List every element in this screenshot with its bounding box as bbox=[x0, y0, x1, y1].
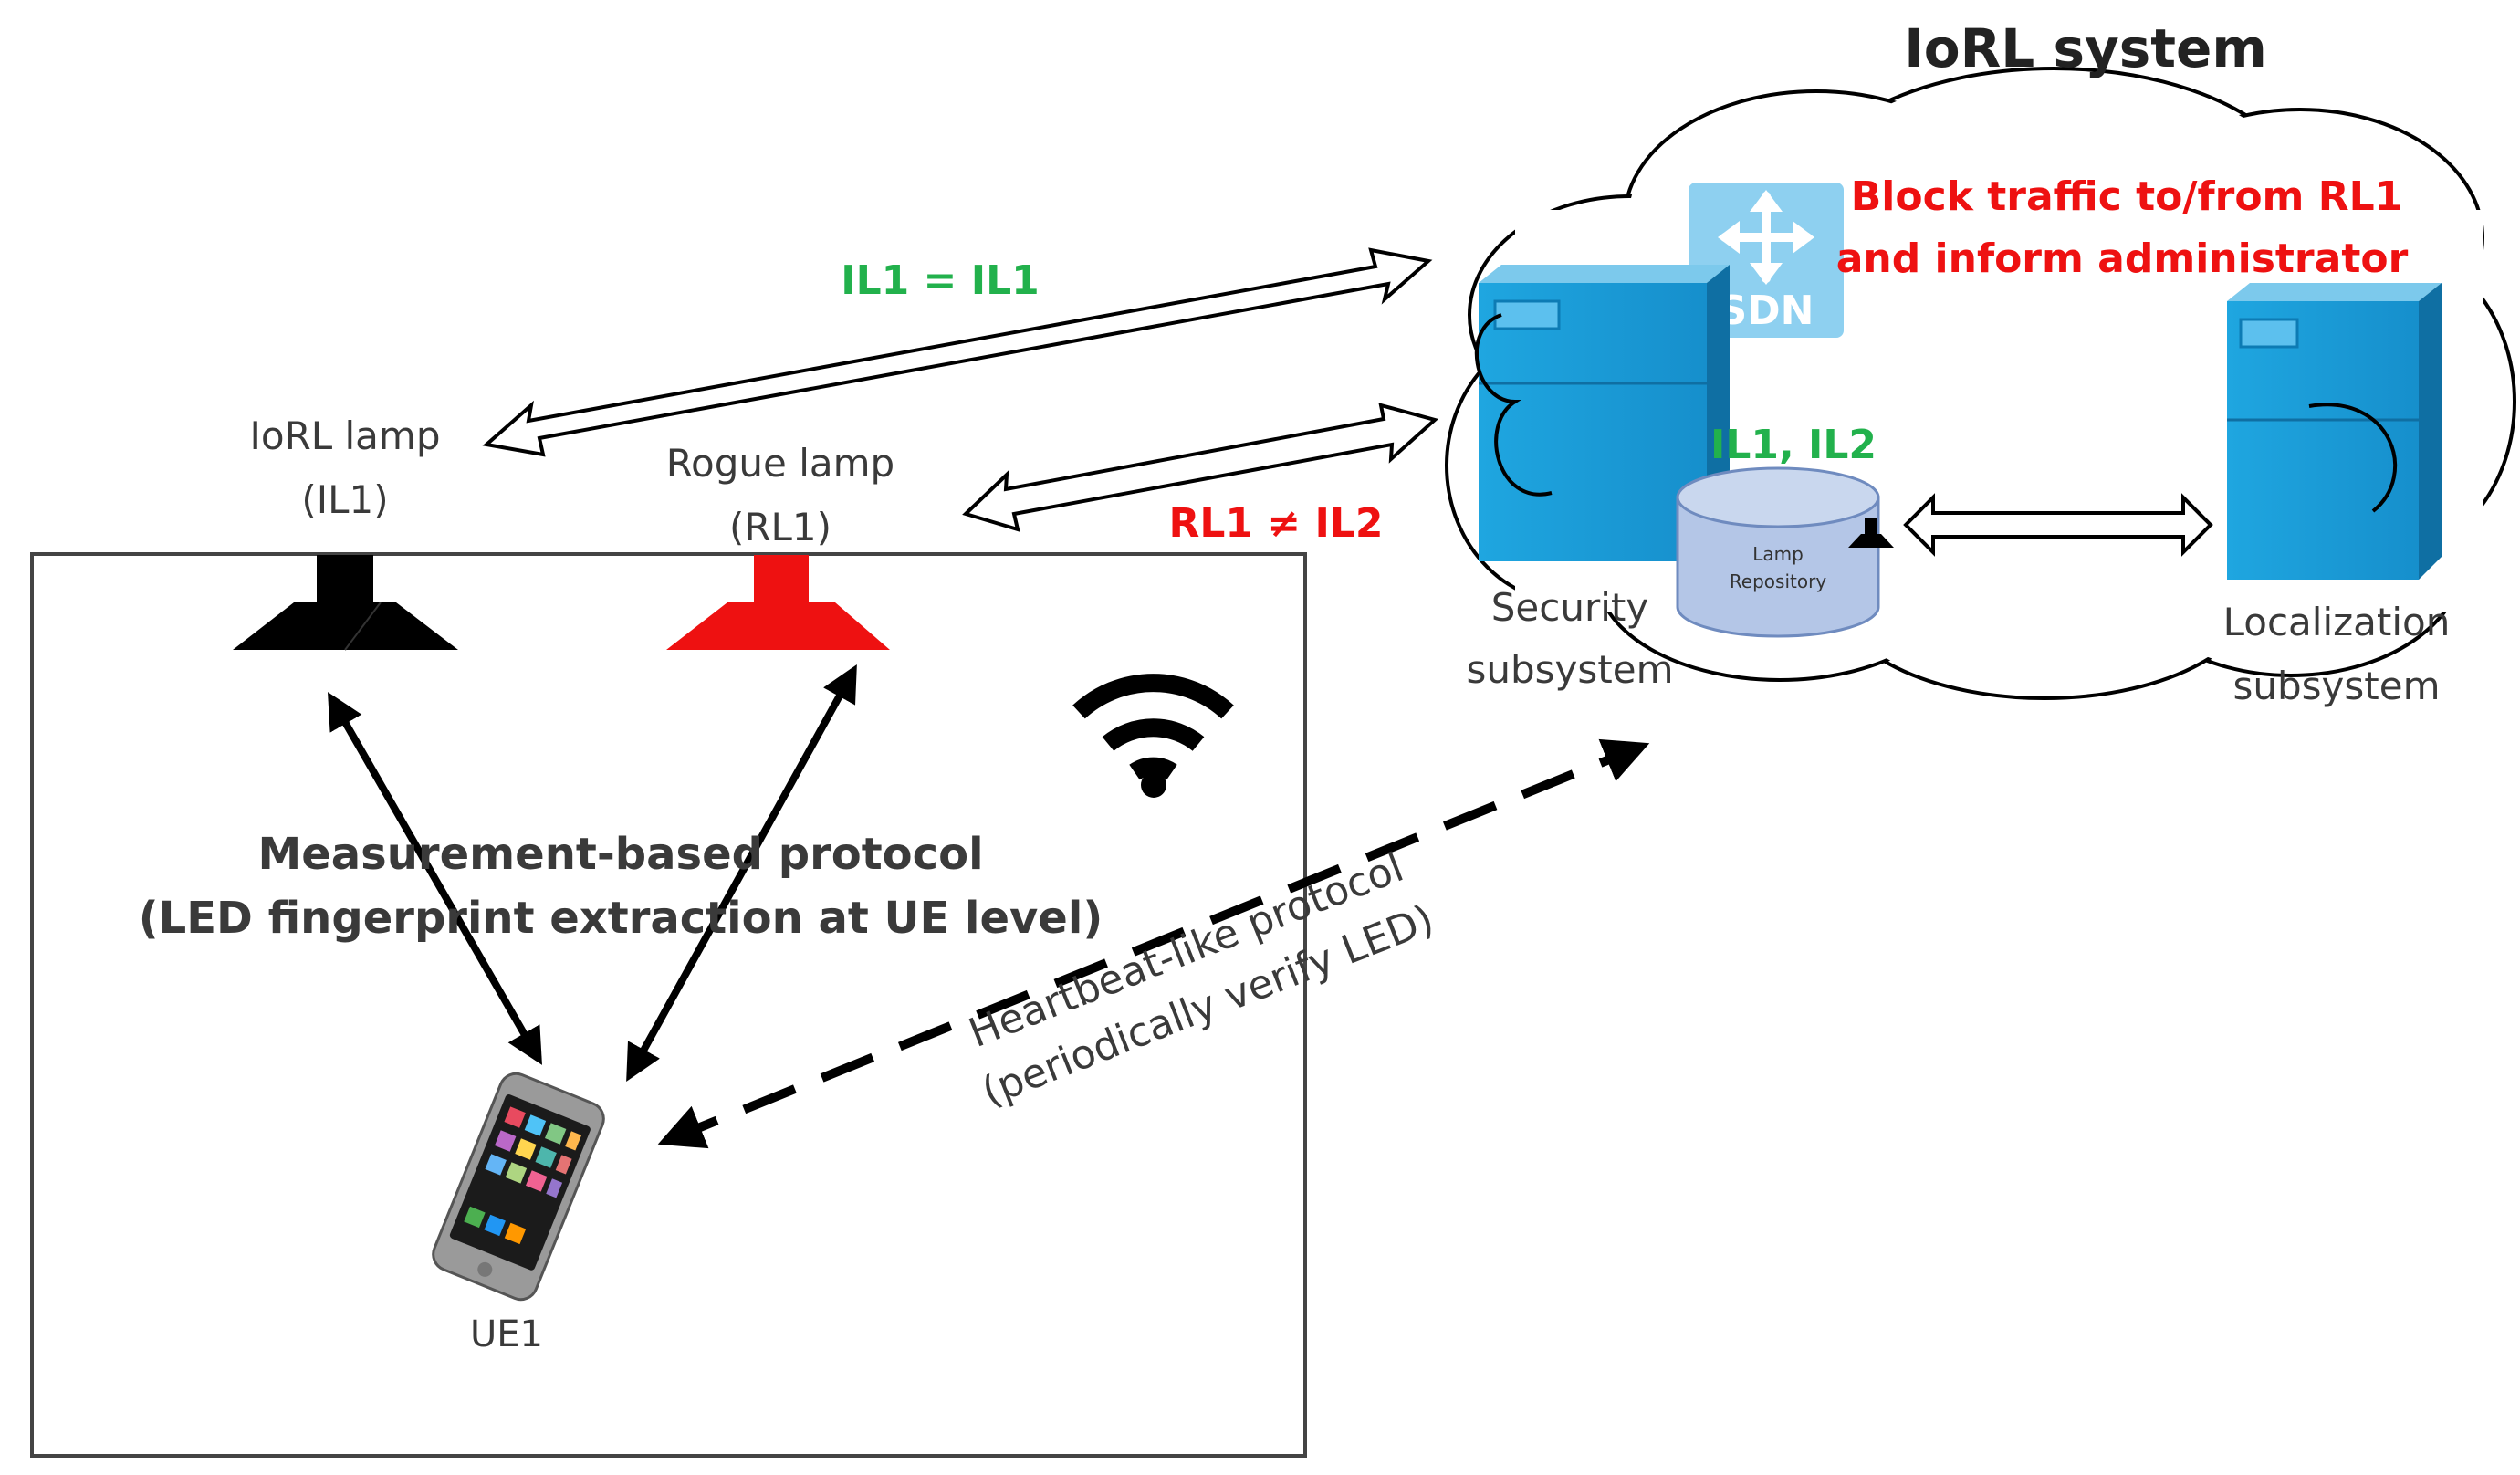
diagram-title: IoRL system bbox=[1904, 17, 2267, 79]
smartphone-icon bbox=[432, 1072, 605, 1302]
iorl-lamp-security-arrow bbox=[482, 247, 1433, 457]
iorl-lamp-line2: (IL1) bbox=[301, 477, 388, 522]
security-subsystem-line1: Security bbox=[1491, 585, 1648, 630]
wifi-icon bbox=[1072, 674, 1234, 798]
rogue-lamp-line2: (RL1) bbox=[729, 505, 831, 549]
measurement-protocol-line2: (LED fingerprint extraction at UE level) bbox=[139, 893, 1103, 944]
ceiling-lamp-icon bbox=[1848, 518, 1894, 548]
ue-label: UE1 bbox=[470, 1313, 543, 1355]
block-traffic-line1: Block traffic to/from RL1 bbox=[1851, 173, 2403, 220]
localization-subsystem-line1: Localization bbox=[2223, 600, 2451, 644]
iorl-lamp-ue-arrow bbox=[328, 692, 542, 1065]
repository-line1: Lamp bbox=[1752, 543, 1804, 565]
rogue-lamp-security-arrow bbox=[962, 403, 1439, 532]
repository-localization-arrow bbox=[1903, 493, 2213, 557]
localization-server-icon bbox=[2227, 283, 2442, 580]
block-traffic-line2: and inform administrator bbox=[1836, 235, 2409, 282]
iorl-lamp-line1: IoRL lamp bbox=[250, 413, 441, 458]
heartbeat-arrow bbox=[657, 738, 1650, 1149]
rogue-lamp-line1: Rogue lamp bbox=[666, 441, 894, 486]
security-subsystem-line2: subsystem bbox=[1466, 647, 1673, 692]
mismatch-label: RL1 ≠ IL2 bbox=[1168, 500, 1383, 547]
localization-subsystem-line2: subsystem bbox=[2232, 664, 2440, 708]
database-cylinder-icon: Lamp Repository bbox=[1676, 466, 1880, 638]
sdn-label: SDN bbox=[1718, 288, 1814, 334]
rogue-lamp-icon bbox=[666, 555, 890, 650]
iorl-lamp-icon bbox=[233, 555, 458, 651]
match-label: IL1 = IL1 bbox=[841, 257, 1040, 304]
repository-ids-label: IL1, IL2 bbox=[1710, 422, 1877, 468]
repository-line2: Repository bbox=[1730, 570, 1827, 592]
measurement-protocol-line1: Measurement-based protocol bbox=[257, 829, 983, 880]
